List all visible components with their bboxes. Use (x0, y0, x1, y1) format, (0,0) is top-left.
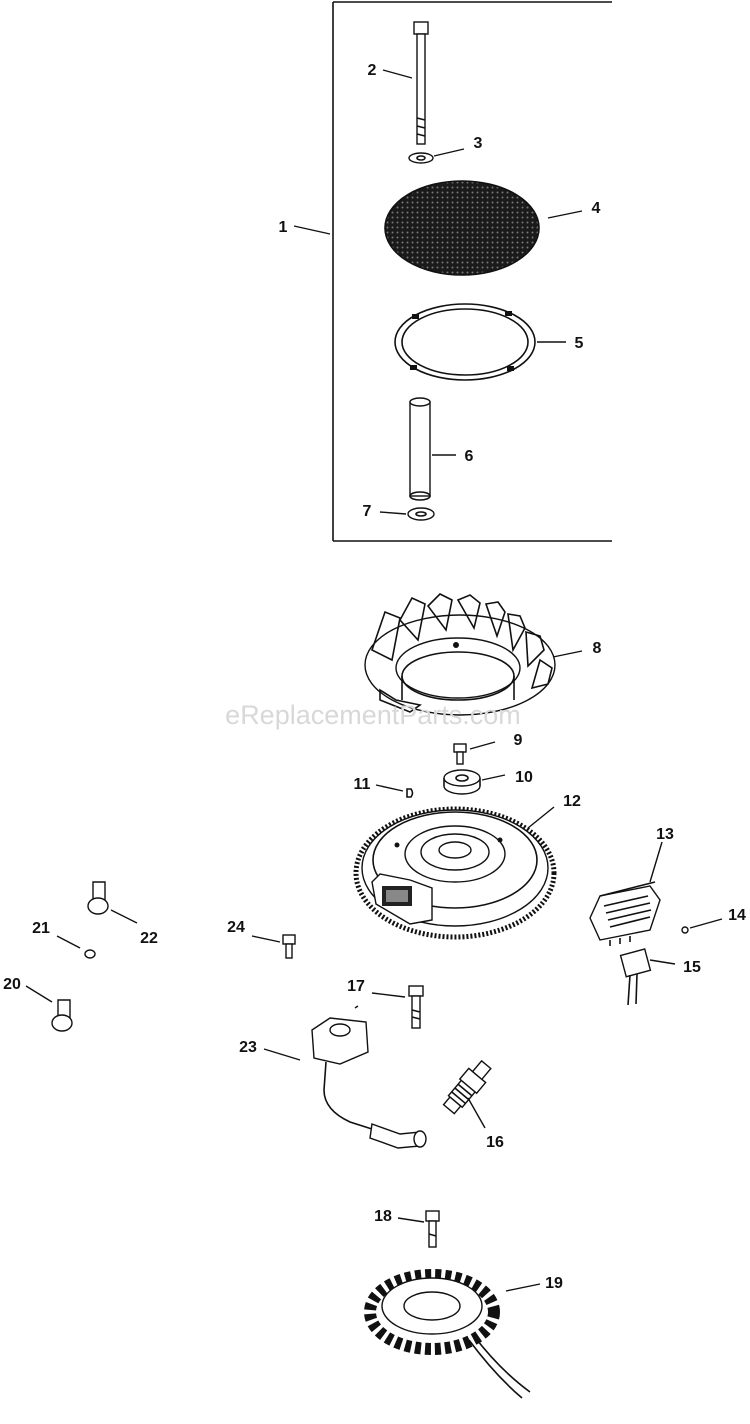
part-washer-21 (84, 949, 96, 959)
part-fan (364, 593, 556, 716)
callout-2: 2 (368, 62, 377, 79)
callout-8: 8 (593, 640, 602, 657)
callout-17: 17 (347, 978, 365, 995)
callout-1: 1 (279, 219, 288, 236)
callout-13: 13 (656, 826, 674, 843)
callout-15: 15 (683, 959, 701, 976)
callout-23: 23 (239, 1039, 257, 1056)
part-flywheel (353, 806, 557, 940)
callout-24: 24 (227, 919, 245, 936)
part-ignition-module (311, 1017, 427, 1149)
callout-20: 20 (3, 976, 21, 993)
callout-6: 6 (465, 448, 474, 465)
callout-18: 18 (374, 1208, 392, 1225)
callout-7: 7 (363, 503, 372, 520)
part-regulator (589, 881, 661, 946)
leader-lines (25, 69, 723, 1292)
part-clamp-20 (51, 999, 73, 1032)
part-spark-plug (442, 1059, 492, 1115)
part-bolt-24 (282, 934, 296, 959)
part-long-bolt (413, 21, 429, 145)
part-retainer-ring (394, 303, 536, 381)
part-washer-bottom (407, 507, 435, 521)
callout-21: 21 (32, 920, 50, 937)
callout-16: 16 (486, 1134, 504, 1151)
callout-19: 19 (545, 1275, 563, 1292)
callout-5: 5 (575, 335, 584, 352)
callout-14: 14 (728, 907, 746, 924)
callout-12: 12 (563, 793, 581, 810)
part-screen (384, 180, 540, 276)
callout-3: 3 (474, 135, 483, 152)
callout-labels: 1 2 3 4 5 6 7 8 9 10 11 12 13 14 15 16 1… (3, 62, 746, 1292)
part-stator (364, 1269, 531, 1399)
part-small-screw (681, 926, 689, 934)
watermark-text: eReplacementParts.com (225, 700, 521, 730)
part-clamp-22 (87, 881, 109, 915)
part-key (406, 788, 414, 798)
part-fan-screw (453, 743, 467, 765)
callout-4: 4 (592, 200, 601, 217)
callout-11: 11 (354, 776, 371, 793)
callout-10: 10 (515, 769, 533, 786)
part-spacer (443, 769, 481, 795)
part-spacer-tube (409, 397, 431, 501)
callout-9: 9 (514, 732, 523, 749)
part-bolt-17 (408, 985, 424, 1029)
kit-box (332, 1, 612, 542)
callout-22: 22 (140, 930, 158, 947)
part-bolt-18 (425, 1210, 440, 1248)
part-washer-top (408, 152, 434, 164)
part-connector (619, 948, 652, 1006)
